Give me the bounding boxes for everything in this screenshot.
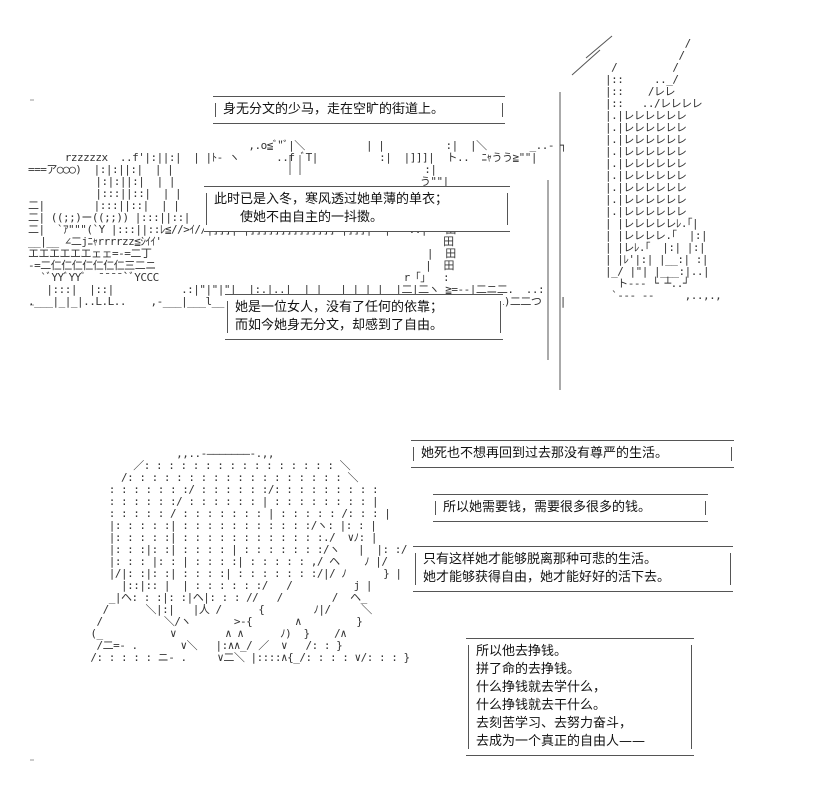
caption-line: 去成为一个真正的自由人—— (476, 734, 646, 749)
caption-street: 身无分文的少马，走在空旷的街道上。 (213, 96, 505, 124)
caption-escape: 只有这样她才能够脱离那种可悲的生活。 她才能够获得自由，她才能好好的活下去。 (413, 546, 733, 592)
buildings-right-ascii-art: / / / / |:: .._/ |:: /レレ |:: ../レレレレ |.|… (604, 37, 722, 302)
woman-figure-ascii-art: ,,..-―――――――-.,, ／: : : : : : : : : : : … (90, 447, 410, 664)
caption-line: 拼了命的去挣钱。 (476, 662, 581, 677)
caption-winter: 此时已是入冬，寒风透过她单薄的单衣； 使她不由自主的一抖擞。 (204, 186, 510, 232)
caption-line: 使她不由自主的一抖擞。 (214, 210, 384, 225)
caption-line: 去刻苦学习、去努力奋斗， (476, 716, 633, 731)
caption-line: 什么挣钱就去学什么， (476, 680, 607, 695)
caption-line: 此时已是入冬，寒风透过她单薄的单衣； (214, 192, 449, 207)
caption-struggle: 所以他去挣钱。 拼了命的去挣钱。 什么挣钱就去学什么， 什么挣钱就去干什么。 去… (466, 638, 694, 756)
caption-money: 所以她需要钱，需要很多很多的钱。 (433, 494, 708, 522)
caption-line: 她是一位女人，没有了任何的依靠； (235, 300, 444, 315)
caption-line: 所以她需要钱，需要很多很多的钱。 (443, 500, 652, 515)
caption-line: 所以他去挣钱。 (476, 644, 568, 659)
caption-no-return: 她死也不想再回到过去那没有尊严的生活。 (411, 440, 734, 468)
caption-line: 身无分文的少马，走在空旷的街道上。 (223, 102, 445, 117)
caption-woman: 她是一位女人，没有了任何的依靠； 而如今她身无分文，却感到了自由。 (225, 294, 503, 340)
caption-line: 她才能够获得自由，她才能好好的活下去。 (423, 570, 671, 585)
caption-line: 而如今她身无分文，却感到了自由。 (235, 318, 444, 333)
caption-line: 只有这样她才能够脱离那种可悲的生活。 (423, 552, 658, 567)
caption-line: 什么挣钱就去干什么。 (476, 698, 607, 713)
caption-line: 她死也不想再回到过去那没有尊严的生活。 (421, 446, 669, 461)
